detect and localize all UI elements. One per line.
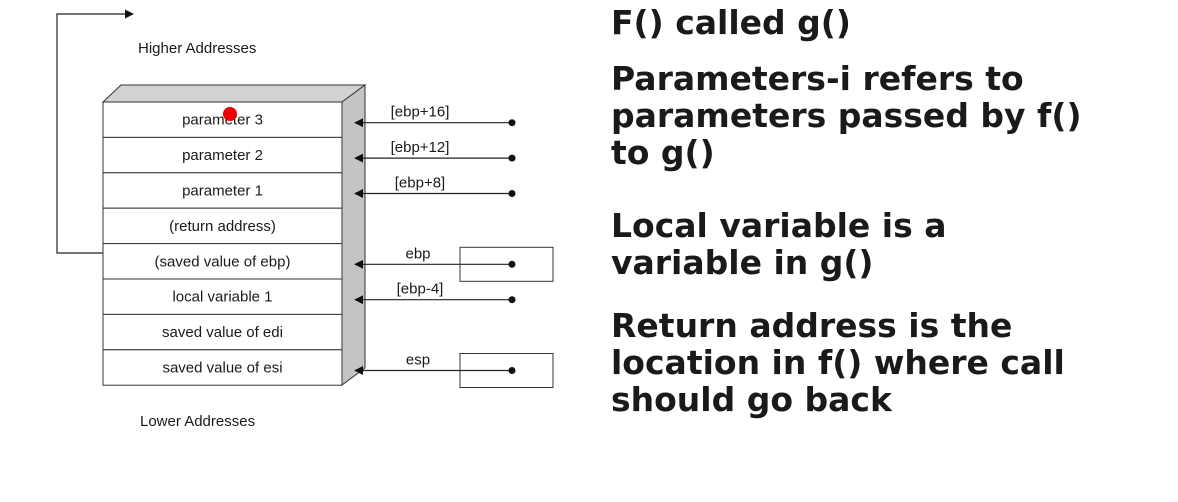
bullet-parameters-definition: Parameters-i refers to parameters passed… (611, 59, 1082, 172)
pointer-origin-dot (508, 119, 516, 127)
pointer-label: esp (406, 352, 430, 369)
stack-slot-label: parameter 1 (182, 183, 263, 200)
saved-ebp-link-arrow (56, 9, 134, 254)
bullet-f-called-g: F() called g() (611, 3, 851, 42)
stack-pointer: [ebp+16] (354, 104, 516, 128)
stack-slot-box (102, 207, 343, 245)
stack-slot: (saved value of ebp) (102, 243, 343, 280)
stack-slot: saved value of edi (102, 313, 343, 351)
register-box (459, 353, 554, 388)
stack-slots: parameter 3 parameter 2 parameter 1 (return… (102, 101, 343, 386)
pointer-origin-dot (508, 190, 516, 197)
stack-frame-diagram: Higher Addresses Lower Addresses paramet… (56, 9, 554, 430)
pointer-label: [ebp-4] (397, 281, 444, 298)
stack-slot-box (102, 278, 343, 315)
stack-slot-label: parameter 3 (182, 112, 263, 129)
pointer-origin-dot (508, 260, 516, 268)
stack-top-face (101, 84, 367, 103)
stack-side-face (341, 84, 366, 386)
stack-slot-box (102, 136, 343, 174)
stack-slot-box (102, 313, 343, 351)
stack-slot: saved value of esi (102, 349, 343, 386)
stack-slot-box (102, 243, 343, 280)
lower-addresses-label: Lower Addresses (140, 413, 255, 430)
stack-slot-label: saved value of esi (162, 360, 282, 377)
pointer-label: [ebp+8] (395, 175, 445, 192)
pointer-label: ebp (405, 245, 430, 262)
stack-slot: parameter 1 (102, 172, 343, 209)
stack-slot: (return address) (102, 207, 343, 245)
stack-slot: parameter 3 (102, 101, 343, 138)
stack-slot-label: local variable 1 (172, 289, 272, 306)
stack-pointers: [ebp+16] [ebp+12] [ebp+8] ebp [ebp-4] esp (354, 104, 554, 388)
stack-slot-label: (return address) (169, 218, 276, 235)
stack-pointer: ebp (354, 245, 554, 282)
pointer-label: [ebp+16] (391, 104, 450, 121)
bullet-return-address-definition: Return address is the location in f() wh… (611, 306, 1065, 419)
stack-pointer: [ebp+8] (354, 175, 516, 198)
higher-addresses-label: Higher Addresses (138, 40, 256, 57)
stack-pointer: [ebp-4] (354, 281, 516, 305)
pointer-origin-dot (508, 367, 516, 374)
stack-pointer: [ebp+12] (354, 139, 516, 163)
stack-slot: parameter 2 (102, 136, 343, 174)
bullet-local-variable-definition: Local variable is a variable in g() (611, 206, 947, 282)
stack-slot: local variable 1 (102, 278, 343, 315)
stack-slot-label: saved value of edi (162, 324, 283, 341)
register-box (459, 246, 554, 282)
pointer-origin-dot (508, 154, 516, 162)
stack-slot-label: parameter 2 (182, 147, 263, 164)
stack-slot-box (102, 349, 343, 386)
cursor-marker (223, 107, 237, 121)
stack-pointer: esp (354, 352, 554, 388)
stack-slot-label: (saved value of ebp) (155, 253, 291, 270)
pointer-origin-dot (508, 296, 516, 304)
pointer-label: [ebp+12] (391, 139, 450, 156)
